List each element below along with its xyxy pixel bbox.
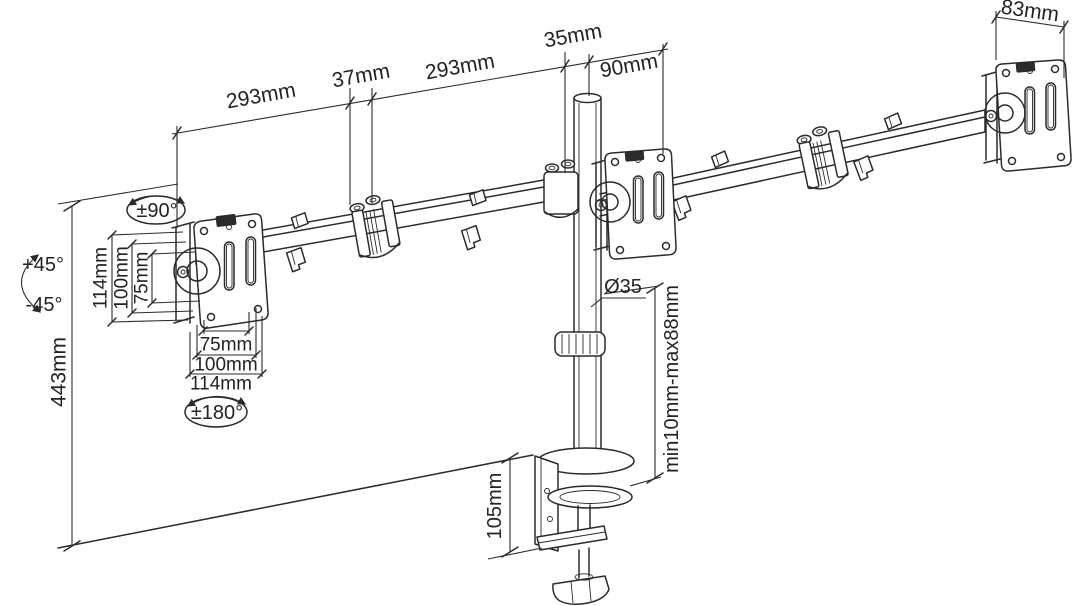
label-desk-thickness-range: min10mm-max88mm [661,285,683,473]
label-arm-span-right: 293mm [424,50,497,85]
desk-clamp [534,447,635,605]
cable-clip [468,188,488,207]
label-vesa-width-mid: 100mm [194,355,257,376]
tilt-lock-tab [1015,61,1036,73]
label-vesa-height-mid: 100mm [112,246,133,309]
dim-top-chain: 293mm 37mm 293mm 35mm 90mm [171,20,669,228]
left-vesa-plate [171,213,269,329]
height-adjust-collar [554,331,606,357]
tilt-hinge [173,247,221,295]
tilt-bracket [171,221,195,324]
mount-drawing [57,59,1072,605]
cable-clip [460,224,483,251]
center-vesa-plate [589,148,677,260]
clamp-lower-arm [536,525,608,551]
label-arm-span-left: 293mm [225,79,298,114]
desk-edge-line [57,454,534,549]
dim-desk-thickness: min10mm-max88mm [603,282,683,487]
label-pole-diameter: Ø35 [604,276,642,298]
pole [554,92,606,456]
right-vesa-plate [981,59,1072,172]
cable-clip [290,211,310,230]
label-clamp-height: 105mm [484,473,506,540]
label-rotation-range: ±180° [191,402,243,424]
dim-total-height: 443mm [48,183,179,552]
cable-clip [883,112,903,131]
swivel-range-badge: ±90° [126,195,186,225]
label-pole-top-offset: 35mm [542,20,603,53]
label-right-plate-depth: 83mm [1000,0,1061,26]
label-vesa-width-outer: 114mm [190,374,252,395]
pole-hub [543,159,579,218]
label-joint-width: 37mm [330,60,391,93]
pole-top-cap [573,92,602,104]
label-head-offset: 90mm [598,50,659,83]
dim-vesa-vertical: 114mm 100mm 75mm [91,230,201,327]
cable-clip [285,246,308,273]
tilt-arrows-icon [21,254,41,313]
dim-pole-diameter: Ø35 [590,276,646,308]
label-vesa-width-inner: 75mm [200,335,253,356]
rotate-arrows-icon [127,195,186,206]
label-swivel-range: ±90° [136,200,177,222]
cable-clip [710,150,730,169]
cable-clip [852,154,876,182]
dim-clamp-height: 105mm [484,452,543,560]
label-tilt-down: -45° [26,294,63,316]
right-arm-joint [794,122,851,193]
clamp-screw-knob [552,575,610,605]
tilt-hinge [589,181,631,223]
tilt-lock-tab [624,150,645,162]
rotation-range-badge: ±180° [184,395,248,428]
tilt-annotation: +45° -45° [21,254,64,316]
label-vesa-height-inner: 75mm [132,252,153,305]
right-arm [599,109,986,222]
label-vesa-height-outer: 114mm [91,247,112,309]
rotate-arrows-icon [186,395,247,407]
left-arm [195,177,556,273]
label-total-height: 443mm [48,337,71,407]
tilt-lock-tab [215,214,237,227]
label-tilt-up: +45° [22,254,64,276]
left-arm-joint [347,191,403,262]
dim-vesa-horizontal: 75mm 100mm 114mm [185,308,267,395]
